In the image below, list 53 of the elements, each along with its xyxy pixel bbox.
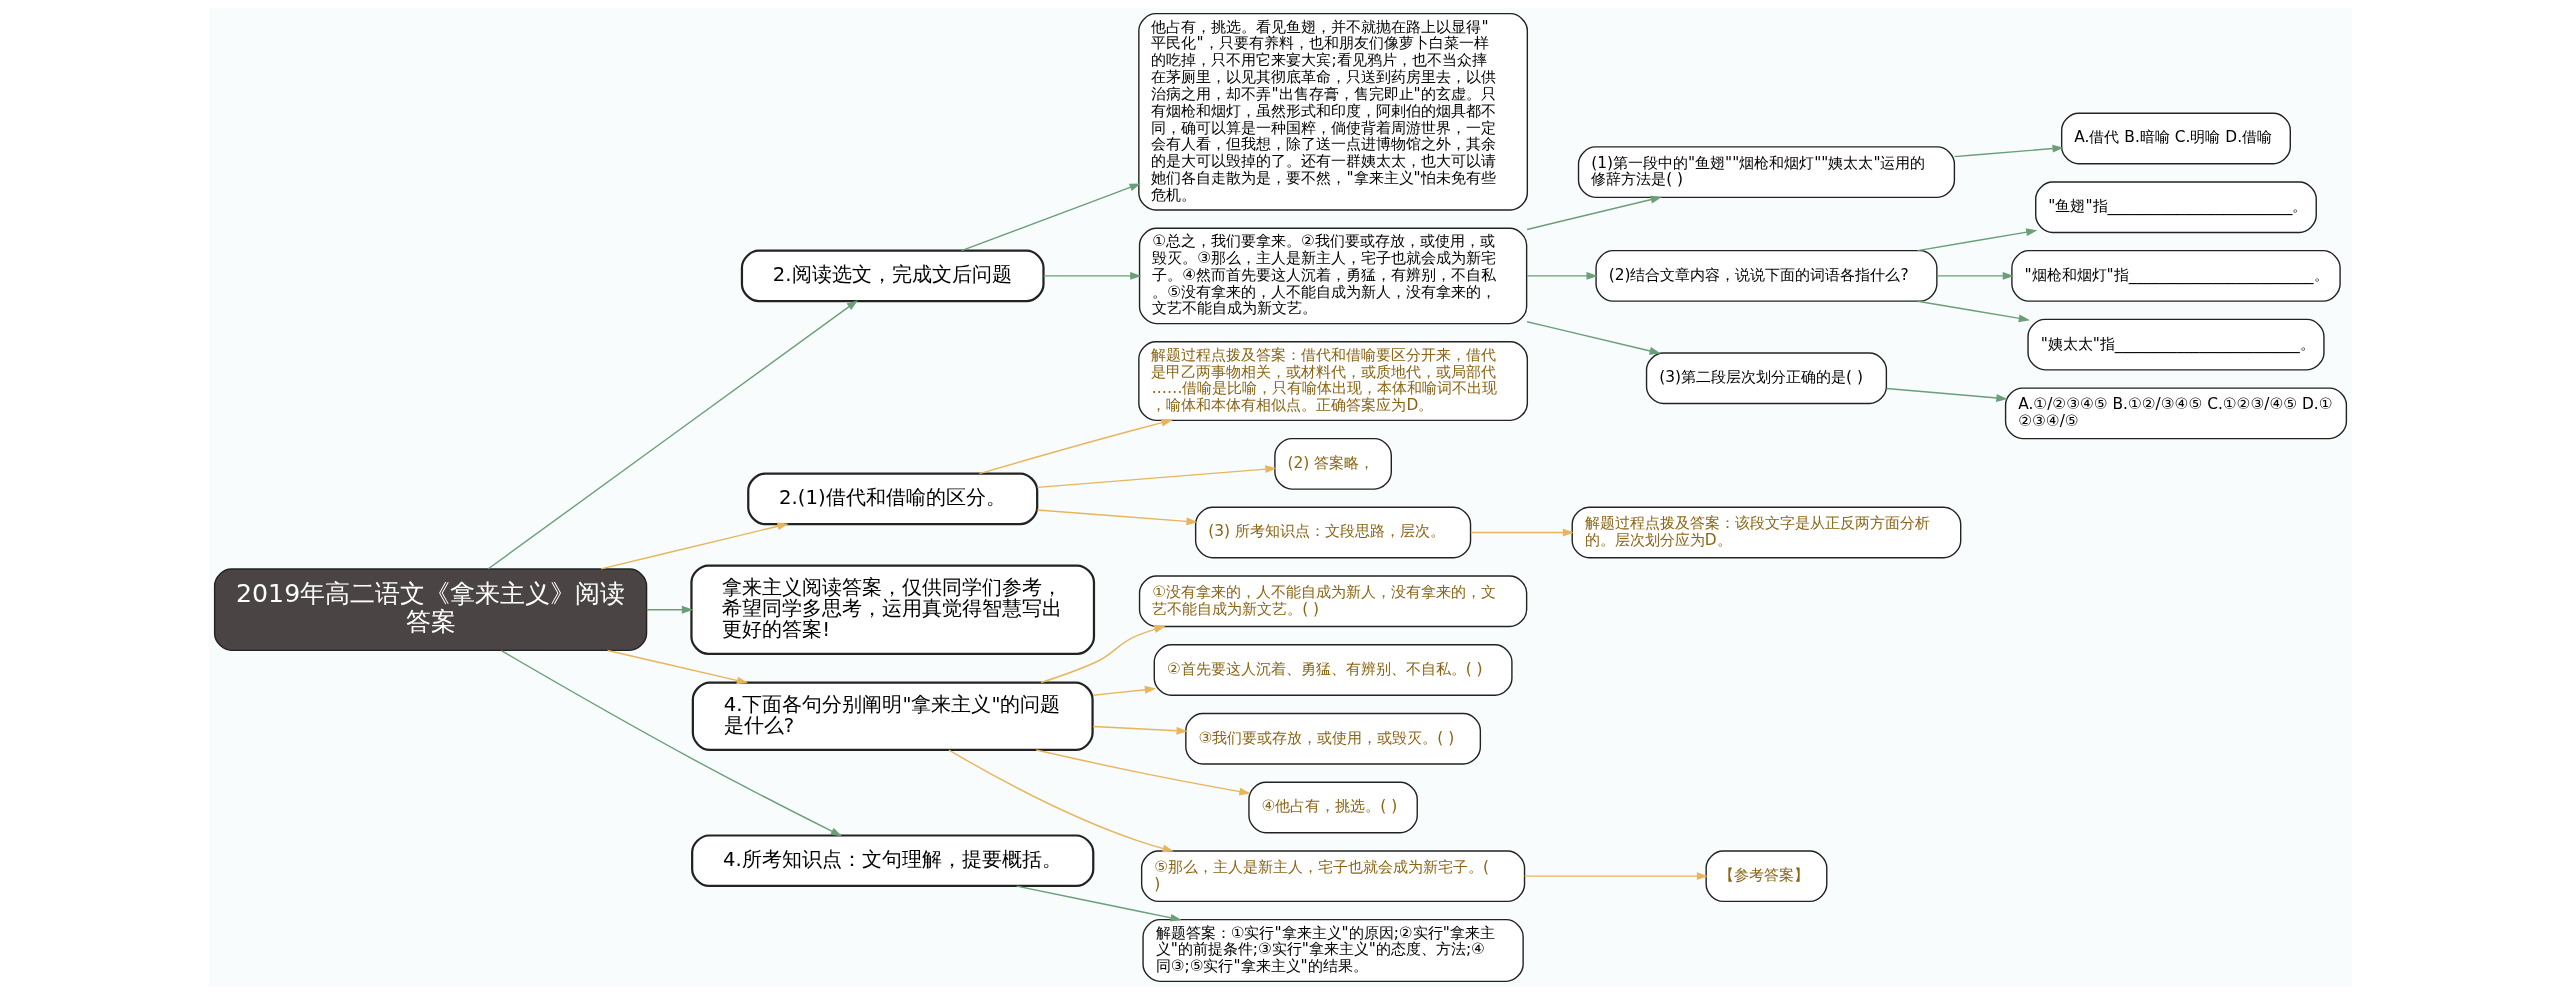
arrow	[978, 418, 1173, 475]
node-box: 解题答案：①实行"拿来主义"的原因;②实行"拿来主义"的前提条件;③实行"拿来主义"的态度、方法;④同③;⑤实行"拿来主义"的结果。	[1141, 918, 1524, 983]
arrow	[1953, 144, 2064, 158]
arrow	[1916, 300, 2030, 323]
node-box: 2.阅读选文，完成文后问题	[740, 249, 1045, 303]
node-box: "烟枪和烟灯"指________________________。	[2010, 249, 2341, 302]
arrow	[1039, 625, 1165, 684]
arrow	[1015, 885, 1182, 922]
node-box: (1)第一段中的"鱼翅""烟枪和烟灯""姨太太"运用的修辞方法是( )	[1577, 146, 1955, 199]
node-box: (2)结合文章内容，说说下面的词语各指什么?	[1594, 249, 1938, 302]
arrow	[1936, 271, 2014, 280]
node-box: 2019年高二语文《拿来主义》阅读答案	[213, 568, 647, 652]
node-box: (3)第二段层次划分正确的是( )	[1645, 352, 1887, 405]
node-box: ①没有拿来的，人不能自成为新人，没有拿来的，文艺不能自成为新文艺。( )	[1138, 575, 1527, 628]
arrow	[606, 649, 748, 685]
node-box: "鱼翅"指________________________。	[2034, 181, 2317, 234]
arrow	[1525, 195, 1662, 231]
arrow	[1525, 321, 1661, 355]
arrow	[599, 522, 789, 570]
node-box: "姨太太"指________________________。	[2026, 318, 2325, 371]
node-box: ④他占有，挑选。( )	[1247, 781, 1418, 834]
arrow	[1523, 872, 1708, 881]
node-box: (3) 所考知识点：文段思路，层次。	[1194, 506, 1471, 559]
node-box: ①总之，我们要拿来。②我们要或存放，或使用，或毁灭。③那么，主人是新主人，宅子也就会成为新宅子。④然而首先要这人沉着，勇猛，有辨别，不自私。⑤没有拿来的，人不能自成为新人，没有拿来的，文艺不能自成为新文艺。	[1138, 227, 1527, 325]
arrow	[1525, 271, 1598, 280]
arrow	[487, 300, 858, 570]
node-box: ②首先要这人沉着、勇猛、有辨别、不自私。( )	[1153, 644, 1513, 696]
arrow	[960, 183, 1141, 252]
node-box: 4.所考知识点：文句理解，提要概括。	[690, 834, 1094, 888]
node-box: A.借代 B.暗喻 C.明喻 D.借喻	[2060, 112, 2291, 165]
arrow	[500, 649, 842, 837]
node-box: (2) 答案略，	[1273, 437, 1392, 490]
arrow	[947, 749, 1174, 853]
arrow	[1035, 749, 1251, 796]
arrow	[1885, 387, 2008, 402]
arrow	[1091, 725, 1188, 735]
arrow	[1916, 228, 2037, 252]
node-box: 拿来主义阅读答案，仅供同学们参考，希望同学多思考，运用真觉得智慧写出更好的答案!	[689, 564, 1095, 655]
arrow	[1469, 528, 1574, 537]
node-box: 解题过程点拨及答案：该段文字是从正反两方面分析的。层次划分应为D。	[1571, 506, 1961, 559]
node-box: ③我们要或存放，或使用，或毁灭。( )	[1184, 712, 1481, 765]
arrow	[1042, 271, 1141, 280]
node-box: 2.(1)借代和借喻的区分。	[746, 472, 1038, 526]
node-box: 解题过程点拨及答案：借代和借喻要区分开来，借代是甲乙两事物相关，或材料代，或质地代，或局部代……借喻是比喻，只有喻体出现，本体和喻词不出现，喻体和本体有相似点。正确答案应为D。	[1137, 341, 1528, 422]
arrow	[645, 605, 693, 614]
node-box: ⑤那么，主人是新主人，宅子也就会成为新宅子。( )	[1140, 850, 1525, 903]
arrow	[1036, 465, 1277, 489]
node-box: 他占有，挑选。看见鱼翅，并不就抛在路上以显得"平民化"，只要有养料，也和朋友们像萝卜白菜一样的吃掉，只不用它来宴大宾;看见鸦片，也不当众摔在茅厕里，以见其彻底革命，只送到药房里去，以供治病之用，却不弄"出售存膏，售完即止"的玄虚。只有烟枪和烟灯，虽然形式和印度，阿剌伯的烟具都不同，确可以算是一种国粹，倘使背着周游世界，一定会有人看，但我想，除了送一点进博物馆之外，其余的是大可以毁掉的了。还有一群姨太太，也大可以请她们各自走散为是，要不然，"拿来主义"怕未免有些危机。	[1137, 12, 1528, 211]
node-box: 4.下面各句分别阐明"拿来主义"的问题是什么?	[691, 681, 1094, 752]
arrow	[1091, 685, 1156, 696]
node-box: 【参考答案】	[1704, 850, 1827, 903]
arrow	[1036, 509, 1198, 526]
node-box: A.①/②③④⑤ B.①②/③④⑤ C.①②③/④⑤ D.①②③④/⑤	[2004, 387, 2347, 440]
